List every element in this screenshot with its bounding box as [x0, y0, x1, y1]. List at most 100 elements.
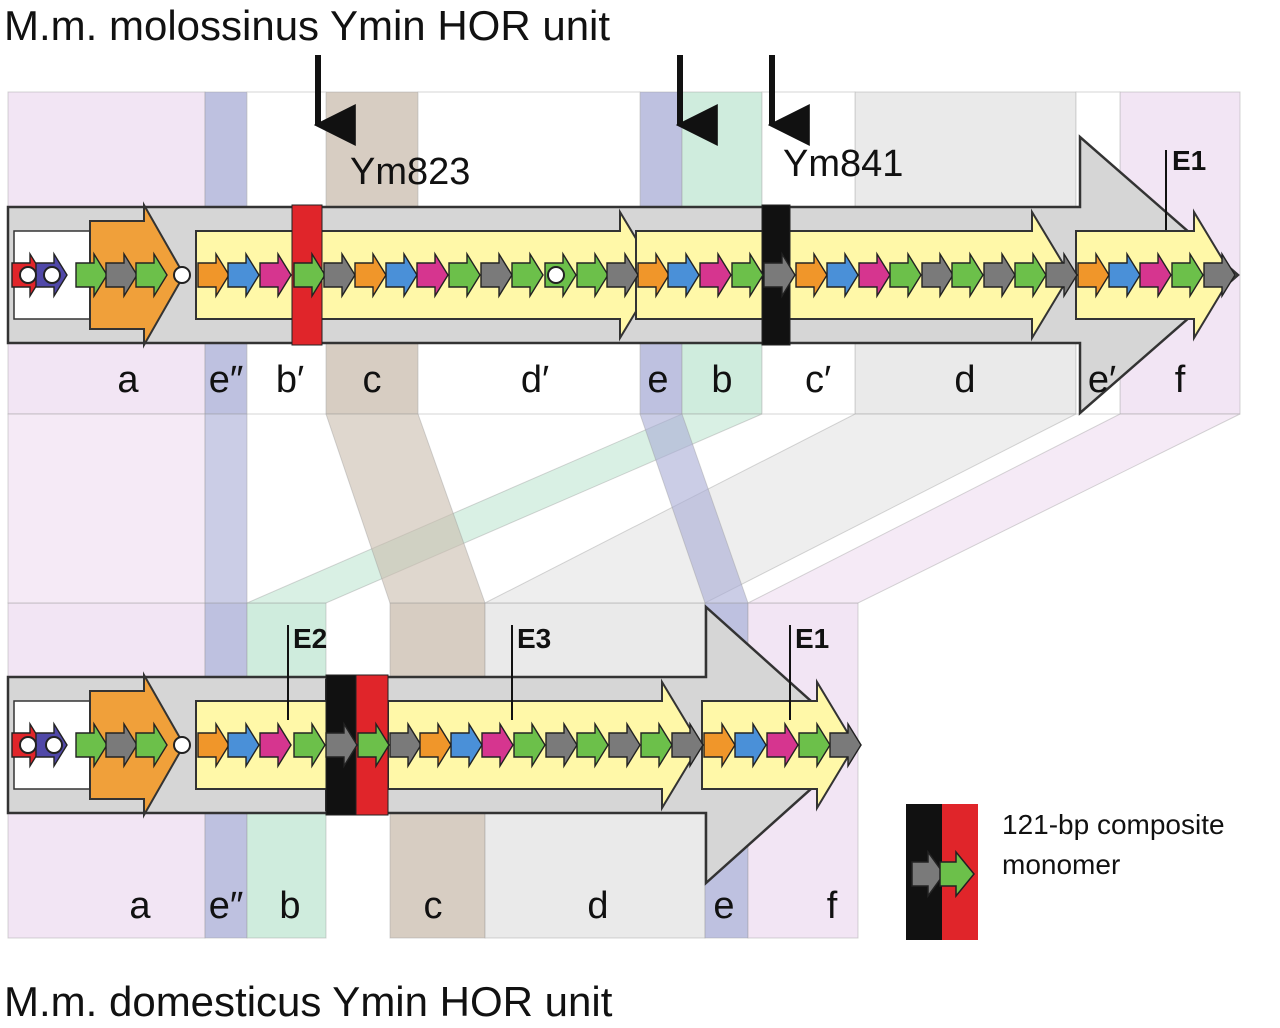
top-seg-b-prime: b′ — [276, 359, 304, 401]
top-unit-monomer-19 — [699, 251, 732, 299]
bottom-unit-monomer-1 — [105, 721, 138, 769]
top-unit-monomer-25 — [889, 251, 922, 299]
top-unit-monomer-22 — [795, 251, 828, 299]
bottom-unit-monomer-5 — [259, 721, 292, 769]
top-unit-monomer-15 — [576, 251, 609, 299]
top-unit-monomer-1 — [105, 251, 138, 299]
bottom-unit-circle-1 — [45, 736, 63, 754]
link-e2 — [204, 413, 248, 604]
top-unit-monomer-34 — [1171, 251, 1204, 299]
link-a — [7, 413, 206, 604]
top-unit-monomer-6 — [293, 251, 326, 299]
top-seg-e2: e″ — [209, 359, 244, 401]
bottom-unit-circle-0 — [19, 736, 37, 754]
bottom-title: M.m. domesticus Ymin HOR unit — [4, 978, 613, 1025]
top-seg-b: b — [711, 359, 732, 401]
bottom-unit-monomer-0 — [75, 721, 108, 769]
top-unit-monomer-21 — [763, 251, 796, 299]
top-unit-monomer-32 — [1108, 251, 1141, 299]
bottom-unit-monomer-6 — [293, 721, 326, 769]
bottom-unit-monomer-16 — [608, 721, 641, 769]
top-unit-monomer-20 — [731, 251, 764, 299]
bottom-unit-monomer-17 — [640, 721, 673, 769]
bottom-unit — [6, 604, 862, 886]
bottom-unit-monomer-11 — [450, 721, 483, 769]
top-unit-monomer-35 — [1203, 251, 1236, 299]
legend-green-monomer — [939, 849, 975, 899]
top-seg-d: d — [954, 359, 975, 401]
bottom-unit-monomer-20 — [734, 721, 767, 769]
bottom-unit-circle-2 — [173, 736, 191, 754]
top-unit-monomer-12 — [480, 251, 513, 299]
bottom-unit-monomer-22 — [798, 721, 831, 769]
bottom-unit-monomer-13 — [513, 721, 546, 769]
top-seg-c: c — [363, 359, 382, 401]
marker-ym823: Ym823 — [350, 151, 470, 193]
top-seg-e: e — [647, 359, 668, 401]
bottom-unit-monomer-19 — [703, 721, 736, 769]
top-unit-circle-1 — [43, 266, 61, 284]
legend-line-2: monomer — [1002, 849, 1120, 880]
bottom-seg-f: f — [827, 885, 838, 927]
top-unit-monomer-2 — [135, 251, 168, 299]
bottom-seg-e2: e″ — [209, 885, 244, 927]
top-unit-monomer-28 — [983, 251, 1016, 299]
marker-e1-bottom: E1 — [795, 623, 829, 654]
bottom-unit-monomer-9 — [389, 721, 422, 769]
marker-e1-top: E1 — [1172, 145, 1206, 176]
top-unit-monomer-23 — [826, 251, 859, 299]
top-unit-monomer-29 — [1014, 251, 1047, 299]
bottom-unit-monomer-12 — [481, 721, 514, 769]
bottom-seg-d: d — [587, 885, 608, 927]
top-unit-circle-0 — [19, 266, 37, 284]
top-unit-monomer-8 — [354, 251, 387, 299]
bottom-unit-monomer-2 — [135, 721, 168, 769]
legend-gray-monomer — [911, 849, 945, 899]
top-unit-circle-2 — [173, 266, 191, 284]
top-unit-monomer-7 — [323, 251, 356, 299]
hor-units — [6, 134, 1240, 886]
top-unit-monomer-13 — [511, 251, 544, 299]
marker-ym841: Ym841 — [783, 143, 903, 185]
top-unit-monomer-33 — [1139, 251, 1172, 299]
top-unit-monomer-3 — [197, 251, 230, 299]
legend-line-1: 121-bp composite — [1002, 809, 1225, 840]
bottom-unit-monomer-7 — [325, 721, 358, 769]
bottom-unit-monomer-15 — [576, 721, 609, 769]
top-unit-circle-3 — [547, 266, 565, 284]
bottom-unit-monomer-4 — [227, 721, 260, 769]
top-unit-monomer-9 — [385, 251, 418, 299]
top-seg-e-prime: e′ — [1088, 359, 1116, 401]
top-unit-monomer-26 — [921, 251, 954, 299]
marker-e3: E3 — [517, 623, 551, 654]
bottom-seg-c: c — [424, 885, 443, 927]
top-unit — [6, 134, 1240, 416]
bottom-seg-e: e — [713, 885, 734, 927]
marker-e2: E2 — [293, 623, 327, 654]
bottom-unit-monomer-23 — [829, 721, 862, 769]
link-f — [747, 413, 1241, 604]
bottom-unit-monomer-14 — [545, 721, 578, 769]
bottom-unit-monomer-10 — [419, 721, 452, 769]
top-seg-f: f — [1175, 359, 1186, 401]
top-seg-c-prime: c′ — [805, 359, 831, 401]
bottom-unit-monomer-3 — [197, 721, 230, 769]
legend: 121-bp composite monomer — [906, 804, 1225, 940]
segment-connectors — [7, 413, 1241, 604]
top-unit-monomer-30 — [1045, 251, 1078, 299]
top-unit-monomer-11 — [448, 251, 481, 299]
top-unit-monomer-17 — [637, 251, 670, 299]
bottom-unit-monomer-21 — [766, 721, 799, 769]
top-unit-monomer-4 — [227, 251, 260, 299]
top-unit-monomer-24 — [858, 251, 891, 299]
top-unit-monomer-31 — [1077, 251, 1110, 299]
top-seg-a: a — [117, 359, 139, 401]
top-unit-monomer-5 — [259, 251, 292, 299]
top-unit-monomer-0 — [75, 251, 108, 299]
top-unit-monomer-27 — [951, 251, 984, 299]
top-unit-monomer-10 — [416, 251, 449, 299]
top-unit-monomer-16 — [606, 251, 639, 299]
bottom-unit-monomer-8 — [357, 721, 390, 769]
